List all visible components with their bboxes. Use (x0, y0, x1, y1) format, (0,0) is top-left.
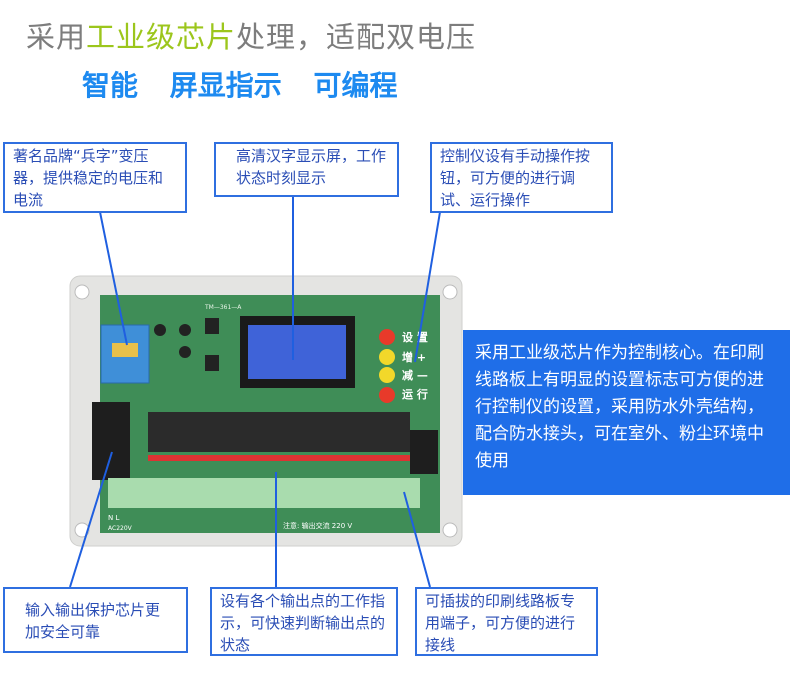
callout-display: 高清汉字显示屏，工作状态时刻显示 (214, 142, 399, 197)
feature-programmable: 可编程 (313, 69, 398, 102)
output-relays (148, 412, 410, 452)
feature-description: 采用工业级芯片作为控制核心。在印刷线路板上有明显的设置标志可方便的进行控制仪的设… (463, 330, 790, 495)
feature-display: 屏显指示 (169, 69, 282, 102)
callout-protection: 输入输出保护芯片更加安全可靠 (3, 587, 188, 653)
headline-part2: 处理，适配双电压 (236, 20, 477, 54)
lcd-screen (248, 325, 346, 379)
model-label: TM—361—A (204, 304, 242, 311)
svg-text:N L: N L (108, 514, 119, 522)
relay-block (92, 402, 130, 480)
callout-terminals: 可插拔的印刷线路板专用端子，可方便的进行接线 (415, 587, 598, 656)
terminal-block (108, 478, 420, 508)
headline-part1: 采用 (26, 20, 87, 54)
callout-indicators: 设有各个输出点的工作指示，可快速判断输出点的状态 (210, 587, 398, 656)
svg-text:减 —: 减 — (402, 368, 428, 382)
svg-text:设 置: 设 置 (402, 330, 428, 344)
headline: 采用工业级芯片处理，适配双电压 (26, 14, 476, 56)
indicator-leds (148, 455, 410, 461)
callout-transformer: 著名品牌“兵字”变压器，提供稳定的电压和电流 (3, 142, 187, 213)
headline-highlight: 工业级芯片 (86, 20, 237, 54)
svg-text:运 行: 运 行 (402, 387, 428, 401)
subheadline: 智能 屏显指示 可编程 (82, 64, 420, 104)
svg-text:AC220V: AC220V (108, 525, 133, 532)
svg-text:增 +: 增 + (402, 350, 426, 364)
feature-smart: 智能 (82, 69, 139, 102)
notice-label: 注意: 输出交流 220 V (283, 521, 352, 530)
callout-buttons: 控制仪设有手动操作按钮，可方便的进行调试、运行操作 (430, 142, 613, 213)
